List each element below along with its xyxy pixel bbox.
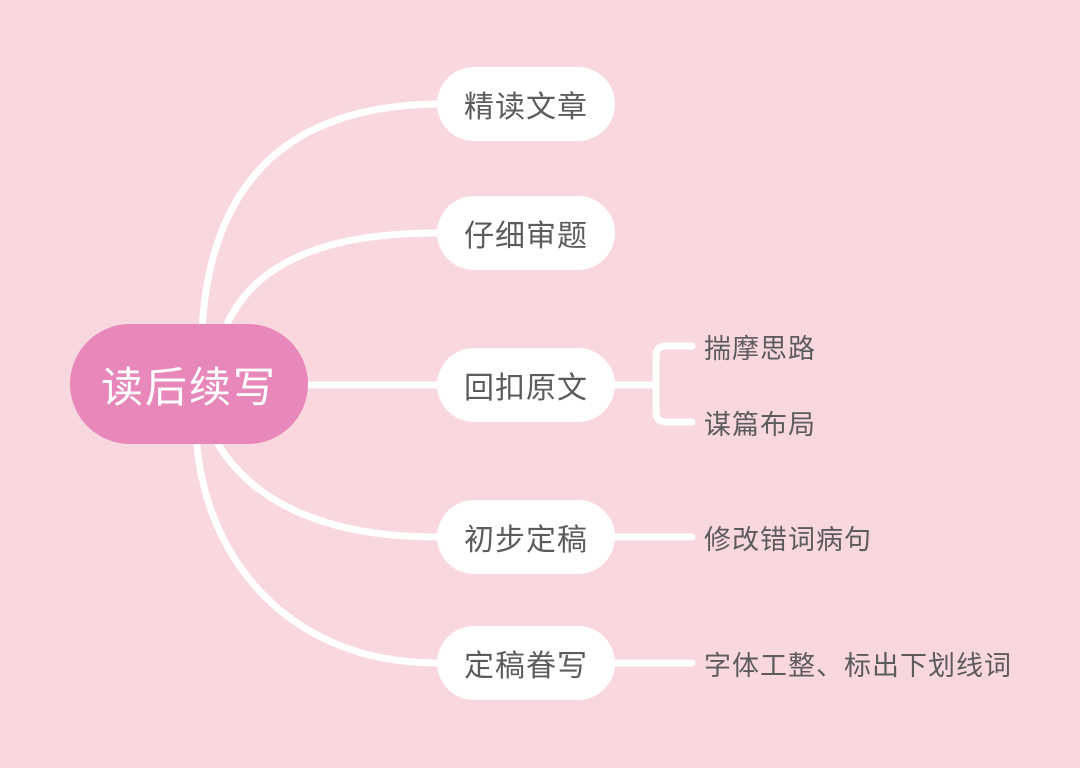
child-node-figure-out-ideas[interactable]: 揣摩思路 <box>704 329 816 364</box>
connector-root-to-branch-4 <box>214 440 441 541</box>
branch-node-first-draft[interactable]: 初步定稿 <box>437 500 615 574</box>
root-node[interactable]: 读后续写 <box>70 324 308 444</box>
child-node-label: 谋篇布局 <box>704 409 816 440</box>
connector-root-to-branch-2 <box>224 229 441 326</box>
branch-node-examine-question[interactable]: 仔细审题 <box>437 196 615 270</box>
connector-root-to-branch-5 <box>193 441 441 667</box>
branch-node-label: 初步定稿 <box>464 524 588 557</box>
child-node-label: 修改错词病句 <box>704 524 872 555</box>
child-node-correct-errors[interactable]: 修改错词病句 <box>704 520 872 555</box>
branch-node-read-article[interactable]: 精读文章 <box>437 67 615 141</box>
branch-node-label: 精读文章 <box>464 91 588 124</box>
child-node-neat-handwriting[interactable]: 字体工整、标出下划线词 <box>704 646 1012 681</box>
root-node-label: 读后续写 <box>100 363 277 411</box>
branch-node-label: 仔细审题 <box>464 220 588 253</box>
branch-node-label: 回扣原文 <box>464 372 588 405</box>
child-node-label: 字体工整、标出下划线词 <box>704 650 1012 681</box>
branch-node-label: 定稿眷写 <box>464 650 588 683</box>
child-node-plan-layout[interactable]: 谋篇布局 <box>704 405 816 440</box>
child-node-label: 揣摩思路 <box>704 333 816 364</box>
connector-root-to-branch-1 <box>198 100 441 334</box>
branch-node-link-original[interactable]: 回扣原文 <box>437 348 615 422</box>
branch-node-final-copy[interactable]: 定稿眷写 <box>437 626 615 700</box>
connector-branch-3-bracket <box>652 342 696 426</box>
